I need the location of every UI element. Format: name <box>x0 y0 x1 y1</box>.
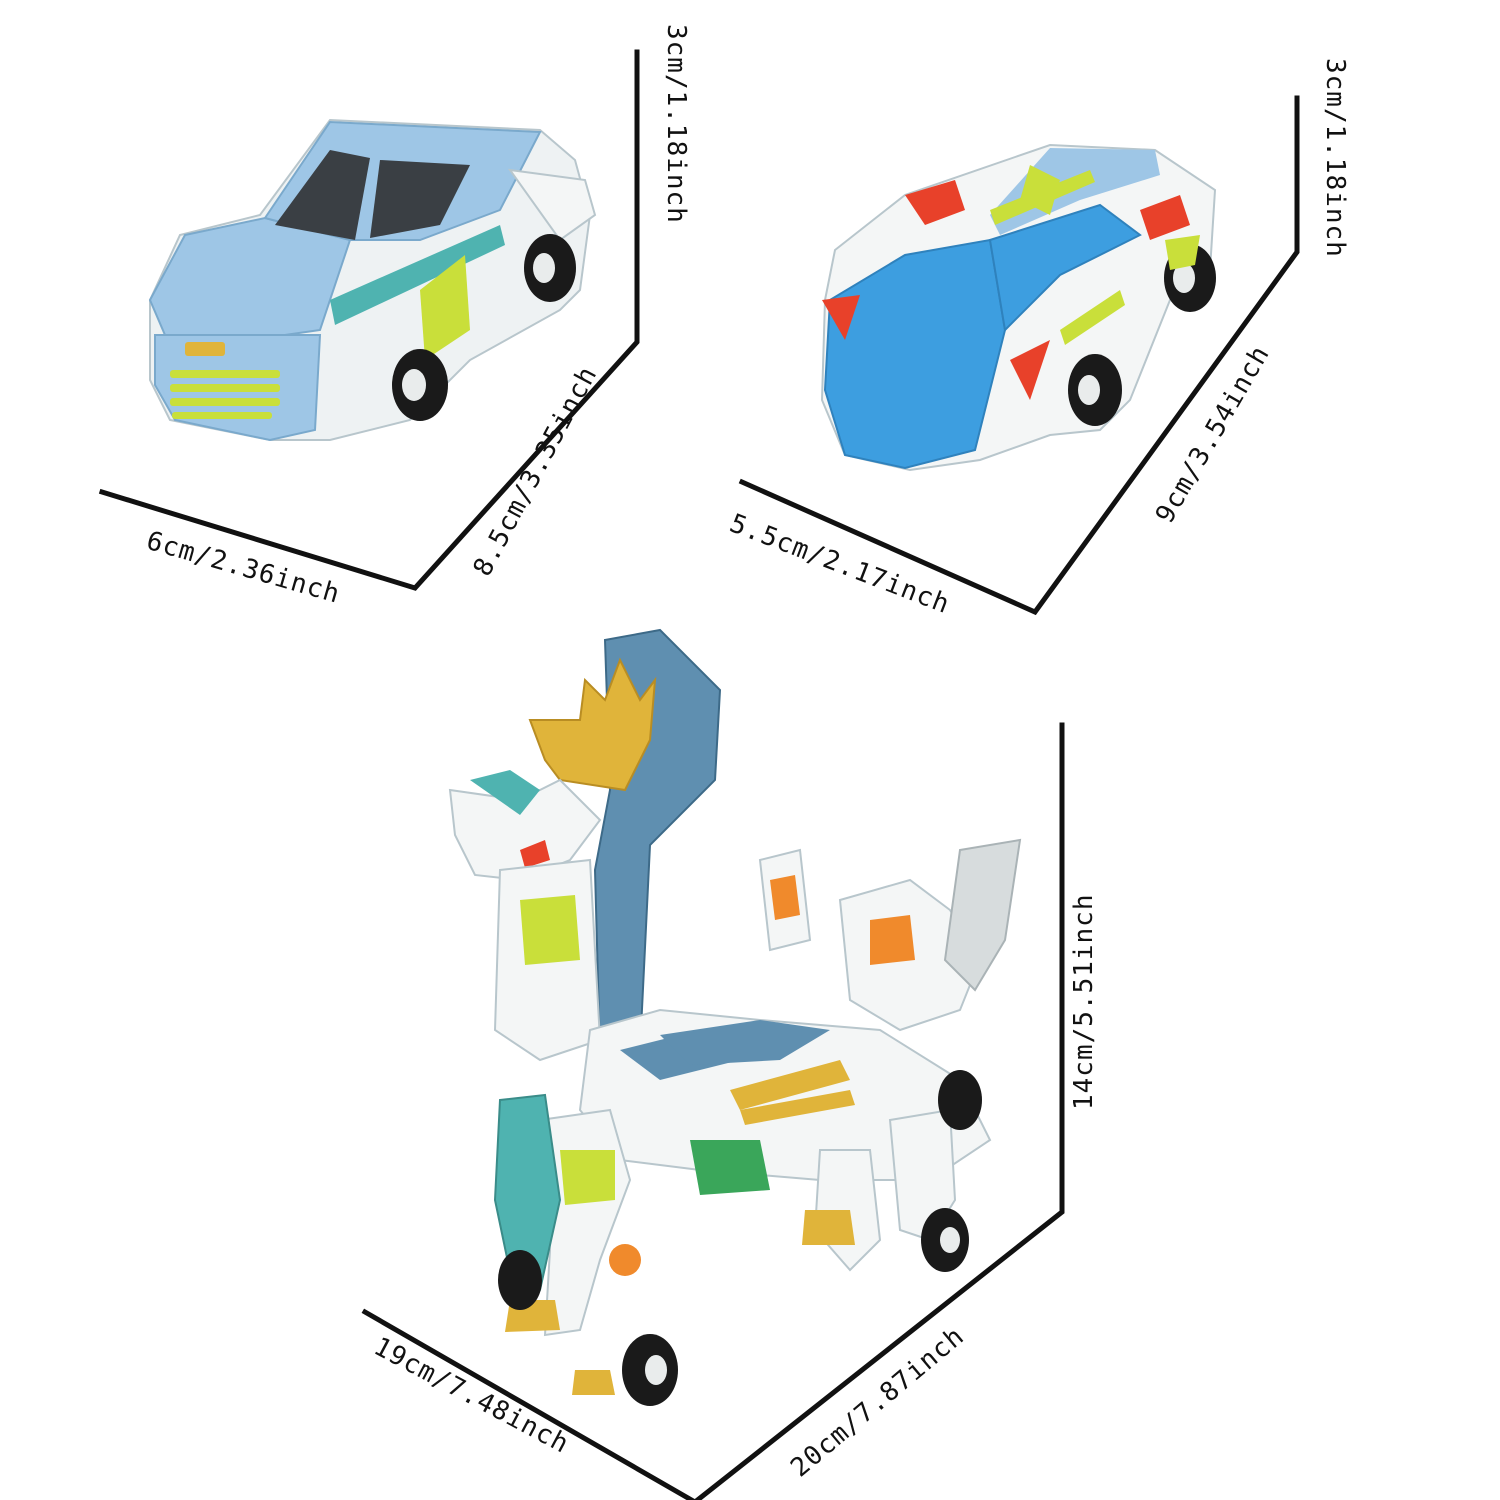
wheel <box>392 349 448 421</box>
wheel <box>498 1250 542 1310</box>
car1-length-label: 8.5cm/3.35inch <box>468 361 604 581</box>
robot-height-label: 14cm/5.51inch <box>1069 894 1099 1111</box>
unicorn-robot-illustration <box>448 628 1022 1406</box>
car1-height-label: 3cm/1.18inch <box>661 24 691 224</box>
car1-dimension-lines <box>98 49 640 591</box>
robot-width-label: 19cm/7.48inch <box>369 1332 574 1460</box>
wheel <box>622 1334 678 1406</box>
wheel <box>921 1208 969 1272</box>
robot-dimension-lines <box>361 722 1065 1500</box>
wheel <box>524 234 576 302</box>
wheel <box>938 1070 982 1130</box>
wheel <box>1068 354 1122 426</box>
blue-car-illustration <box>148 118 597 442</box>
car2-height-label: 3cm/1.18inch <box>1320 58 1350 258</box>
car2-dimension-lines <box>738 95 1300 616</box>
car1-width-label: 6cm/2.36inch <box>143 526 343 610</box>
racing-car-illustration <box>820 143 1217 472</box>
grille <box>170 370 280 419</box>
robot-length-label: 20cm/7.87inch <box>785 1321 970 1483</box>
